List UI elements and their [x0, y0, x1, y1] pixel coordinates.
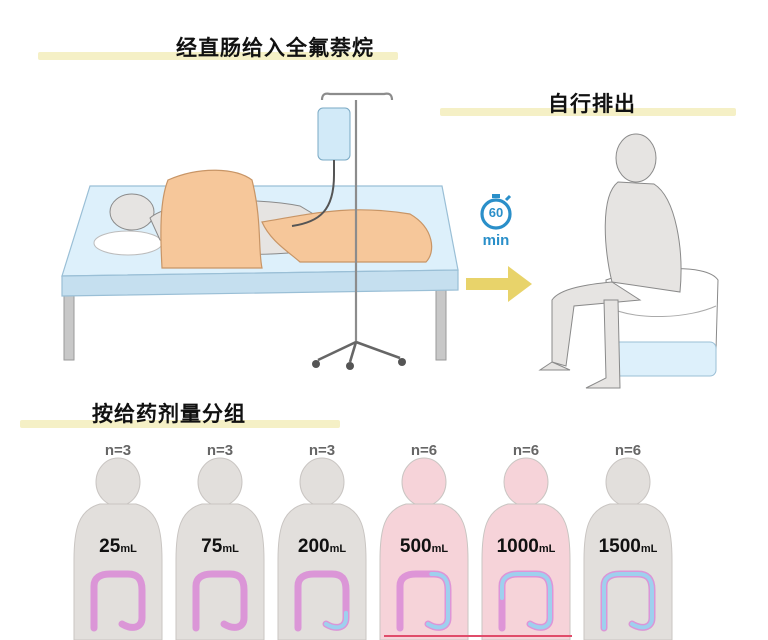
group-figure	[175, 457, 265, 640]
dose-value: 200	[297, 536, 330, 557]
group-n-label: n=3	[206, 442, 234, 459]
timer-value: 60	[488, 205, 504, 220]
dose-unit: mL	[222, 543, 239, 555]
group-n-label: n=6	[410, 442, 438, 459]
dose-value: 1000	[496, 536, 539, 557]
group-figure	[73, 457, 163, 640]
dose-unit: mL	[329, 543, 347, 555]
dose-unit: mL	[538, 543, 556, 555]
group-dose-label: 75mL	[170, 536, 270, 558]
group-figure	[277, 457, 367, 640]
dose-unit: mL	[431, 543, 449, 555]
group-n-label: n=6	[512, 442, 540, 459]
drape	[160, 169, 263, 269]
dose-value: 500	[399, 536, 432, 557]
patient-head	[109, 193, 155, 231]
group-n-label: n=6	[614, 442, 642, 459]
dose-unit: mL	[120, 543, 137, 555]
timer-icon	[480, 194, 512, 230]
dose-value: 75	[201, 536, 223, 557]
dose-value: 25	[99, 536, 121, 557]
timer-unit: min	[482, 232, 510, 249]
group-dose-label: 200mL	[272, 536, 372, 558]
title-highlight-excretion	[440, 108, 736, 116]
group-figure	[379, 457, 469, 640]
title-highlight-grouping	[20, 420, 340, 428]
group-figure	[481, 457, 571, 640]
title-rectal-infusion: 经直肠给入全氟萘烷	[176, 36, 374, 60]
dose-value: 1500	[598, 536, 641, 557]
title-grouping: 按给药剂量分组	[92, 402, 246, 426]
group-dose-label: 25mL	[68, 536, 168, 558]
group-n-label: n=3	[308, 442, 336, 459]
group-n-label: n=3	[104, 442, 132, 459]
group-dose-label: 1500mL	[578, 536, 678, 558]
title-self-excretion: 自行排出	[548, 92, 636, 116]
iv-stand	[291, 92, 406, 370]
group-figure	[583, 457, 673, 640]
dose-unit: mL	[640, 543, 658, 555]
seated-figure	[538, 133, 719, 389]
group-dose-label: 500mL	[374, 536, 474, 558]
arrow-right-icon	[466, 266, 532, 302]
group-dose-label: 1000mL	[476, 536, 576, 558]
title-highlight-infusion	[38, 52, 398, 60]
